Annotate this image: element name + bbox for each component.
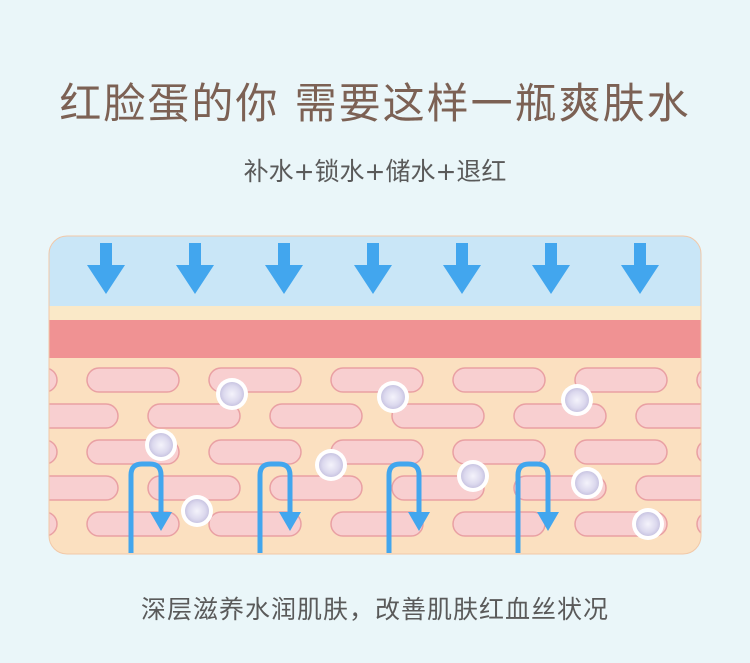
cream-band	[49, 306, 701, 320]
skin-cell	[49, 367, 58, 393]
water-bubble-icon	[377, 381, 409, 413]
skin-cell	[49, 403, 119, 429]
skin-cell	[452, 511, 546, 537]
skin-cell	[86, 367, 180, 393]
water-bubble-icon	[561, 384, 593, 416]
skin-cell	[574, 439, 668, 465]
down-arrow-icon	[87, 243, 125, 294]
return-arrow-icon	[257, 461, 301, 553]
skin-cell	[330, 367, 424, 393]
skin-cell	[49, 439, 58, 465]
return-arrow-icon	[515, 461, 559, 553]
skin-cell	[330, 511, 424, 537]
skin-cell	[49, 475, 119, 501]
return-arrow-icon	[386, 461, 430, 553]
down-arrow-icon	[265, 243, 303, 294]
caption-text: 深层滋养水润肌肤，改善肌肤红血丝状况	[140, 595, 609, 624]
skin-cell	[696, 511, 701, 537]
skin-cell	[208, 511, 302, 537]
down-arrow-icon	[532, 243, 570, 294]
skin-cell	[147, 403, 241, 429]
skin-cell	[49, 511, 58, 537]
skin-cell	[452, 439, 546, 465]
down-arrow-icon	[621, 243, 659, 294]
page-title: 红脸蛋的你 需要这样一瓶爽肤水	[59, 79, 691, 128]
skin-cell	[696, 439, 701, 465]
water-bubble-icon	[216, 378, 248, 410]
skin-cell	[269, 403, 363, 429]
skin-cell	[208, 439, 302, 465]
skin-cell	[391, 403, 485, 429]
skin-cell	[635, 403, 701, 429]
down-arrow-icon	[354, 243, 392, 294]
skin-cell	[452, 367, 546, 393]
red-skin-layer	[49, 320, 701, 358]
return-arrows	[128, 461, 559, 553]
skin-cell	[696, 367, 701, 393]
skin-cell	[269, 475, 363, 501]
water-bubble-icon	[145, 429, 177, 461]
down-arrow-icon	[443, 243, 481, 294]
down-arrow-icon	[176, 243, 214, 294]
return-arrow-icon	[128, 461, 172, 553]
water-bubbles	[145, 378, 664, 540]
water-bubble-icon	[315, 449, 347, 481]
water-bubble-icon	[571, 467, 603, 499]
down-arrows	[87, 243, 659, 294]
water-bubble-icon	[457, 460, 489, 492]
skin-cell	[513, 403, 607, 429]
water-bubble-icon	[632, 508, 664, 540]
skin-cell	[635, 475, 701, 501]
skin-cell	[574, 367, 668, 393]
water-bubble-icon	[181, 495, 213, 527]
page-subtitle: 补水+锁水+储水+退红	[243, 157, 507, 186]
